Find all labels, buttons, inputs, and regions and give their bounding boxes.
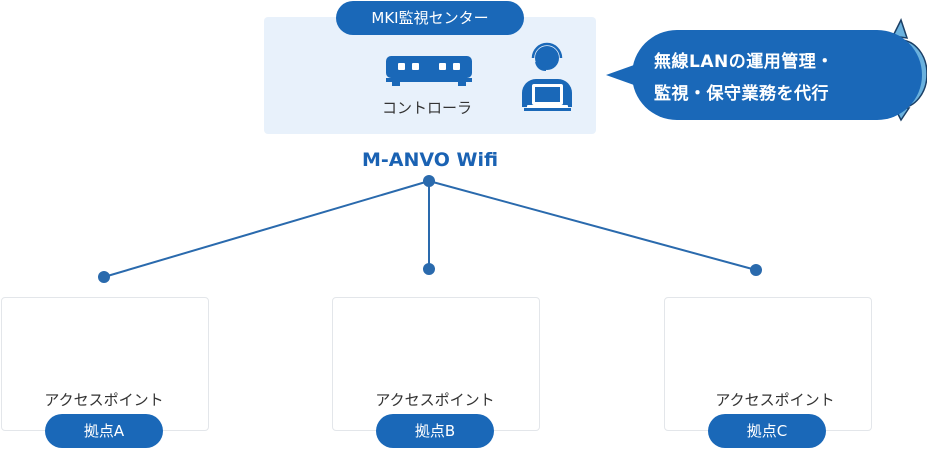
site-card-c: [664, 297, 872, 431]
site-badge-a: 拠点A: [45, 414, 163, 448]
bubble-text-line-1: 無線LANの運用管理・: [654, 52, 834, 72]
node-site-b: [423, 263, 435, 275]
access-point-label-c: アクセスポイント: [715, 391, 835, 409]
access-point-label-a: アクセスポイント: [44, 391, 164, 409]
access-point-label-b: アクセスポイント: [375, 391, 495, 409]
controller-label: コントローラ: [381, 99, 472, 117]
speech-bubble: 無線LANの運用管理・ 監視・保守業務を代行: [632, 30, 922, 120]
controller-icon: [386, 56, 472, 86]
speech-bubble-tail: [606, 65, 634, 85]
network-title: M-ANVO Wifi: [361, 149, 499, 171]
site-card-a: [1, 297, 209, 431]
site-badge-c: 拠点C: [708, 414, 826, 448]
site-badge-b: 拠点B: [376, 414, 494, 448]
monitoring-center-badge: MKI監視センター: [336, 1, 524, 35]
node-site-c: [750, 264, 762, 276]
bubble-text-line-2: 監視・保守業務を代行: [654, 84, 829, 104]
network-lines: [103, 180, 757, 278]
operator-headset-icon: [522, 42, 572, 111]
site-card-b: [332, 297, 540, 431]
node-site-a: [98, 271, 110, 283]
hub-node: [423, 175, 435, 187]
